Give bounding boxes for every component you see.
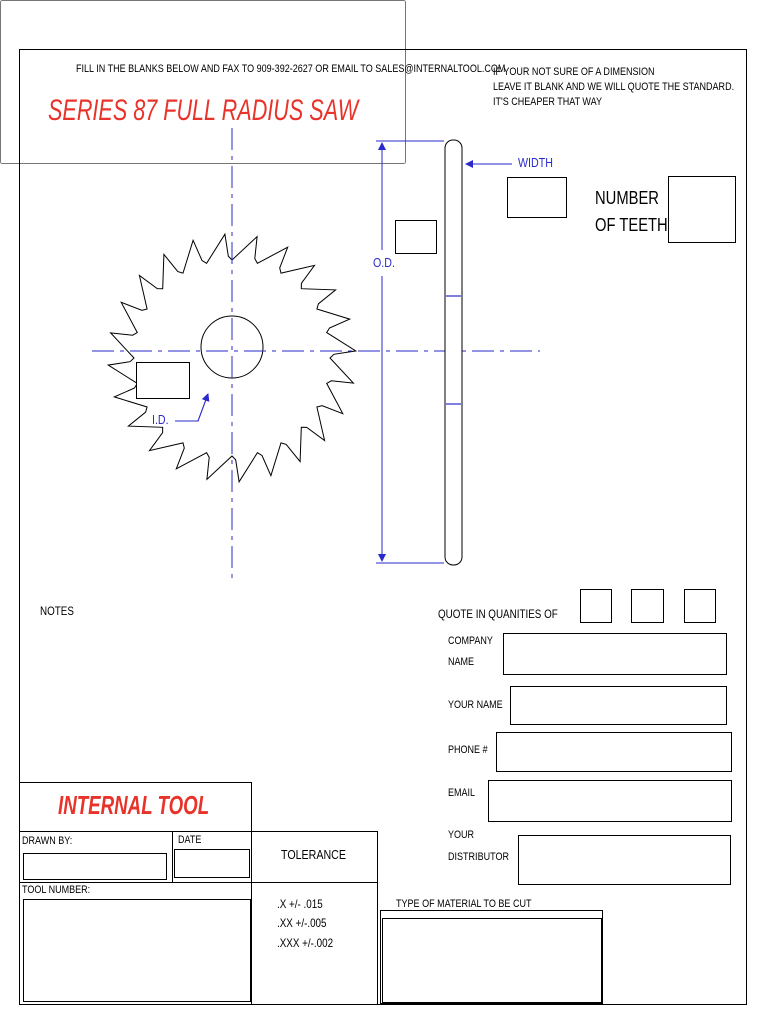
quantity-input-3[interactable] bbox=[684, 589, 716, 623]
quote-label: QUOTE IN QUANITIES OF bbox=[438, 607, 558, 621]
tolerance-label: TOLERANCE bbox=[281, 847, 346, 862]
teeth-label-line2: OF TEETH bbox=[595, 215, 668, 235]
phone-input[interactable] bbox=[496, 732, 732, 772]
your-name-input[interactable] bbox=[510, 686, 727, 725]
material-input[interactable] bbox=[382, 918, 602, 1003]
notes-textarea[interactable] bbox=[0, 0, 406, 164]
teeth-label-line1: NUMBER bbox=[595, 188, 659, 208]
brand-logo: INTERNAL TOOL bbox=[58, 790, 210, 820]
od-label: O.D. bbox=[373, 255, 395, 270]
material-label: TYPE OF MATERIAL TO BE CUT bbox=[396, 898, 532, 910]
email-input[interactable] bbox=[488, 780, 732, 822]
company-label-line2: NAME bbox=[448, 656, 475, 668]
width-label: WIDTH bbox=[518, 155, 553, 170]
quantity-input-2[interactable] bbox=[631, 589, 664, 623]
company-label-line1: COMPANY bbox=[448, 635, 493, 647]
id-arrow bbox=[197, 393, 210, 422]
date-label: DATE bbox=[178, 834, 202, 846]
phone-label: PHONE # bbox=[448, 744, 488, 756]
id-input[interactable] bbox=[136, 362, 190, 399]
form-frame bbox=[19, 49, 747, 1005]
tolerance-x: .X +/- .015 bbox=[277, 897, 323, 911]
number-of-teeth-input[interactable] bbox=[668, 176, 736, 243]
width-input[interactable] bbox=[507, 177, 567, 218]
quantity-input-1[interactable] bbox=[580, 589, 612, 623]
id-label: I.D. bbox=[152, 412, 169, 427]
tolerance-xxx: .XXX +/-.002 bbox=[277, 936, 334, 950]
notes-label: NOTES bbox=[40, 604, 74, 618]
date-input[interactable] bbox=[174, 849, 250, 878]
saw-blade-outline bbox=[106, 232, 358, 484]
header-note-line2: LEAVE IT BLANK AND WE WILL QUOTE THE STA… bbox=[493, 81, 735, 93]
company-name-input[interactable] bbox=[503, 633, 727, 675]
od-input[interactable] bbox=[395, 220, 437, 254]
header-note-line3: IT'S CHEAPER THAT WAY bbox=[493, 96, 602, 108]
tool-number-label: TOOL NUMBER: bbox=[22, 884, 91, 896]
distributor-input[interactable] bbox=[518, 835, 731, 885]
distributor-label-line2: DISTRIBUTOR bbox=[448, 851, 509, 863]
blade-side-view bbox=[444, 139, 463, 566]
header-note-line1: IF YOUR NOT SURE OF A DIMENSION bbox=[493, 66, 655, 78]
drawn-by-input[interactable] bbox=[23, 853, 167, 880]
drawn-by-label: DRAWN BY: bbox=[22, 835, 73, 847]
page-title: SERIES 87 FULL RADIUS SAW bbox=[48, 94, 359, 127]
email-label: EMAIL bbox=[448, 787, 476, 799]
header-instructions: FILL IN THE BLANKS BELOW AND FAX TO 909-… bbox=[76, 63, 506, 75]
tool-number-input[interactable] bbox=[23, 899, 251, 1002]
your-name-label: YOUR NAME bbox=[448, 699, 503, 711]
tolerance-xx: .XX +/-.005 bbox=[277, 916, 327, 930]
distributor-label-line1: YOUR bbox=[448, 829, 475, 841]
